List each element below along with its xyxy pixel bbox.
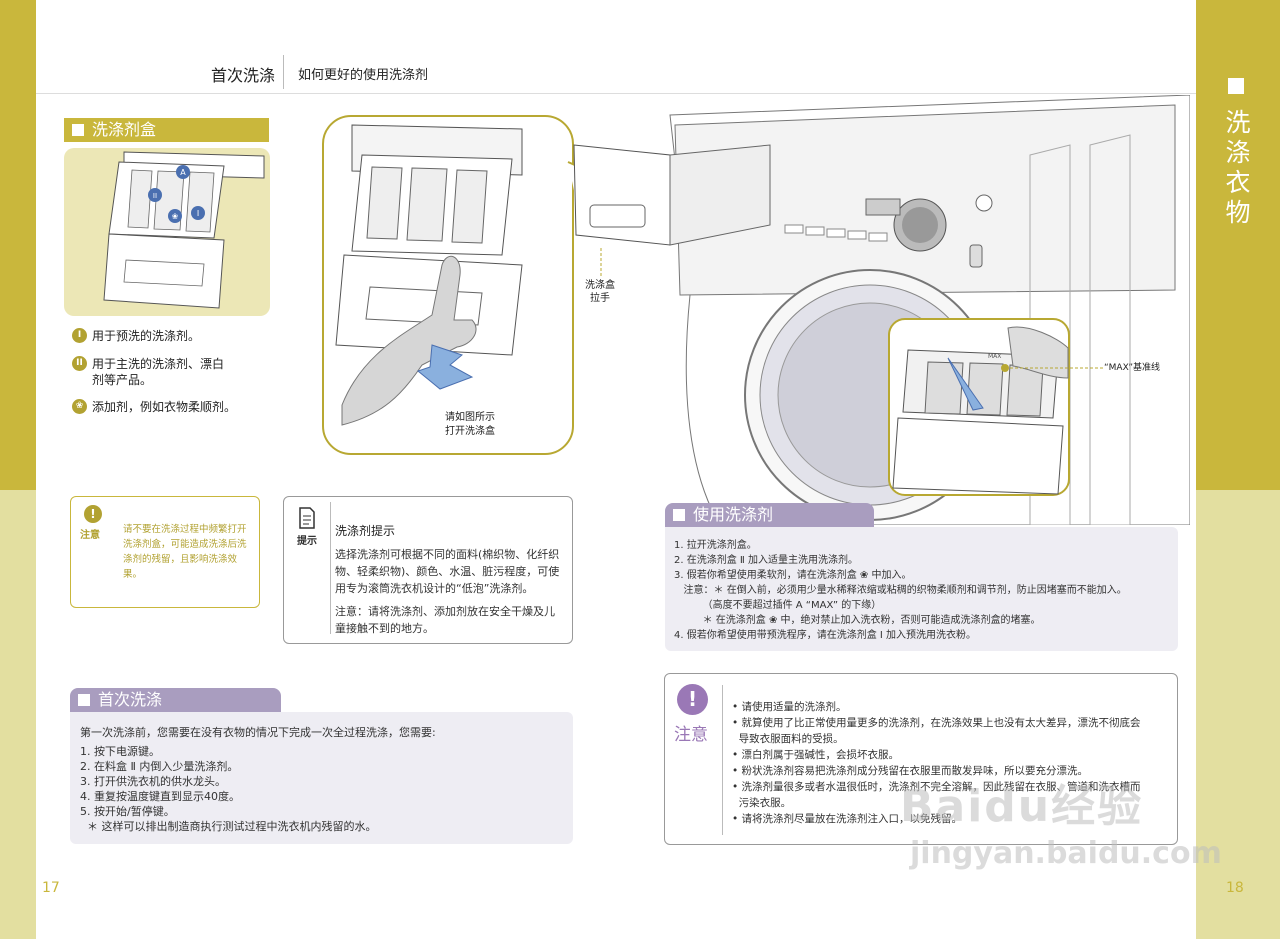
first-wash-title: 首次洗涤 xyxy=(98,690,163,709)
list-item: 3. 假若你希望使用柔软剂，请在洗涤剂盒 ❀ 中加入。 xyxy=(674,570,912,581)
caution-box-left xyxy=(70,496,260,608)
marker-a: A xyxy=(180,168,186,177)
max-mark-label: MAX xyxy=(988,353,1001,360)
legend-text-mainwash: 用于主洗的洗涤剂、漂白剂等产品。 xyxy=(92,357,225,387)
list-item: （高度不要超过插件 A “MAX” 的下缘） xyxy=(674,600,882,611)
list-item: 1. 按下电源键。 xyxy=(80,745,160,758)
list-item: 1. 拉开洗涤剂盒。 xyxy=(674,540,757,551)
list-item: 4. 假若你希望使用带预洗程序，请在洗涤剂盒 Ⅰ 加入预洗用洗衣粉。 xyxy=(674,630,977,641)
use-detergent-heading: 使用洗涤剂 xyxy=(665,503,874,527)
caution-text: 请不要在洗涤过程中频繁打开洗涤剂盒，可能造成洗涤后洗涤剂的残留，且影响洗涤效果。 xyxy=(123,524,247,580)
use-detergent-title: 使用洗涤剂 xyxy=(693,505,774,524)
legend-text-additive: 添加剂，例如衣物柔顺剂。 xyxy=(92,400,237,414)
legend-item-mainwash: II 用于主洗的洗涤剂、漂白剂等产品。 xyxy=(72,356,242,390)
tip-text-2: 注意：请将洗涤剂、添加剂放在安全干燥及儿童接触不到的地方。 xyxy=(335,605,555,635)
flower-icon: ❀ xyxy=(72,399,87,414)
first-wash-steps: 1. 按下电源键。 2. 在料盒 Ⅱ 内倒入少量洗涤剂。 3. 打开供洗衣机的供… xyxy=(80,744,560,834)
header-divider xyxy=(283,55,284,89)
marker-ii: II xyxy=(153,192,157,200)
caution-divider xyxy=(722,685,723,835)
tip-divider xyxy=(330,502,331,634)
tip-text-1: 选择洗涤剂可根据不同的面料(棉织物、化纤织物、轻柔织物)、颜色、水温、脏污程度，… xyxy=(335,548,560,595)
mainwash-icon: II xyxy=(72,356,87,371)
header-section-title: 首次洗涤 xyxy=(210,66,275,85)
header-rule xyxy=(36,93,1196,94)
list-item: 3. 打开供洗衣机的供水龙头。 xyxy=(80,775,226,788)
marker-i: I xyxy=(197,209,199,218)
tip-title: 洗涤剂提示 xyxy=(335,524,396,538)
heading-square-icon xyxy=(673,509,685,521)
tip-body: 选择洗涤剂可根据不同的面料(棉织物、化纤织物、轻柔织物)、颜色、水温、脏污程度，… xyxy=(335,546,563,637)
detergent-box-title: 洗涤剂盒 xyxy=(92,120,157,139)
list-item: 2. 在洗涤剂盒 Ⅱ 加入适量主洗用洗涤剂。 xyxy=(674,555,858,566)
first-wash-panel xyxy=(70,712,573,844)
right-side-band-light xyxy=(1196,490,1280,939)
page-number-right: 18 xyxy=(1226,880,1244,896)
washing-machine-illustration xyxy=(570,94,1191,526)
open-drawer-drawing: 请如图所示 打开洗涤盒 xyxy=(322,115,574,455)
detergent-drawer-illustration: A II ❀ I xyxy=(64,148,270,316)
list-item: 4. 重复按温度键直到显示40度。 xyxy=(80,790,240,803)
caption-max-line: “MAX”基准线 xyxy=(1104,363,1161,373)
prewash-icon: I xyxy=(72,328,87,343)
page-number-left: 17 xyxy=(42,880,60,896)
caution-icon-large: ! xyxy=(677,684,708,715)
list-item: • 粉状洗涤剂容易把洗涤剂成分残留在衣服里而散发异味，所以要充分漂洗。 xyxy=(732,765,1089,777)
caution-icon: ! xyxy=(84,505,102,523)
list-item: 污染衣服。 xyxy=(732,797,792,809)
right-side-band xyxy=(1196,0,1280,490)
detergent-drawer-drawing: A II ❀ I xyxy=(103,151,265,309)
header-subtitle: 如何更好的使用洗涤剂 xyxy=(298,68,429,83)
use-detergent-steps: 1. 拉开洗涤剂盒。 2. 在洗涤剂盒 Ⅱ 加入适量主洗用洗涤剂。 3. 假若你… xyxy=(674,538,1174,643)
legend-item-additive: ❀ 添加剂，例如衣物柔顺剂。 xyxy=(72,399,272,415)
svg-text:❀: ❀ xyxy=(172,212,179,221)
detergent-box-heading: 洗涤剂盒 xyxy=(64,118,269,142)
caption-drawer-handle: 洗涤盒 拉手 xyxy=(585,280,615,304)
watermark-brand: Baidu经验 xyxy=(900,781,1144,832)
max-leader-line xyxy=(1005,367,1105,369)
caution-box-right xyxy=(664,673,1178,845)
list-item: • 请使用适量的洗涤剂。 xyxy=(732,701,847,713)
list-item: • 就算使用了比正常使用量更多的洗涤剂，在洗涤效果上也没有太大差异，漂洗不彻底会 xyxy=(732,717,1141,729)
tip-label: 提示 xyxy=(297,536,317,547)
document-icon xyxy=(299,507,315,529)
side-chapter-title: 洗涤衣物 xyxy=(1225,108,1251,227)
caption-open-line2: 打开洗涤盒 xyxy=(445,424,495,437)
list-item: 2. 在料盒 Ⅱ 内倒入少量洗涤剂。 xyxy=(80,760,239,773)
max-line-inset: MAX xyxy=(888,318,1070,496)
list-item: • 请将洗涤剂尽量放在洗涤剂注入口，以免残留。 xyxy=(732,813,963,825)
list-item: 5. 按开始/暂停键。 xyxy=(80,805,175,818)
washing-machine-drawing xyxy=(573,94,1191,526)
left-side-band-light xyxy=(0,490,36,939)
list-item: ＊ 这样可以排出制造商执行测试过程中洗衣机内残留的水。 xyxy=(80,820,377,833)
tip-box xyxy=(283,496,573,644)
legend-text-prewash: 用于预洗的洗涤剂。 xyxy=(92,329,201,343)
max-line-drawing: MAX xyxy=(888,318,1070,496)
list-item: ＊ 在洗涤剂盒 ❀ 中，绝对禁止加入洗衣粉，否则可能造成洗涤剂盒的堵塞。 xyxy=(674,615,1041,626)
open-drawer-illustration: 请如图所示 打开洗涤盒 xyxy=(322,115,574,455)
caution-label-large: 注意 xyxy=(674,725,708,745)
list-item: 导致衣服面料的受损。 xyxy=(732,733,844,745)
list-item: 注意：＊ 在倒入前，必须用少量水稀释浓缩或粘稠的织物柔顺剂和调节剂，防止因堵塞而… xyxy=(674,585,1127,596)
list-item: • 洗涤剂量很多或者水温很低时，洗涤剂不完全溶解，因此残留在衣服、管道和洗衣槽而 xyxy=(732,781,1141,793)
side-square-icon xyxy=(1228,78,1244,94)
watermark-url: jingyan.baidu.com xyxy=(910,836,1222,871)
caption-open-line1: 请如图所示 xyxy=(445,410,495,423)
legend-item-prewash: I 用于预洗的洗涤剂。 xyxy=(72,328,272,344)
left-side-band xyxy=(0,0,36,490)
first-wash-heading: 首次洗涤 xyxy=(70,688,281,712)
caution-list: • 请使用适量的洗涤剂。 • 就算使用了比正常使用量更多的洗涤剂，在洗涤效果上也… xyxy=(732,699,1162,827)
heading-square-icon xyxy=(72,124,84,136)
caution-label: 注意 xyxy=(80,530,100,541)
heading-square-icon xyxy=(78,694,90,706)
list-item: • 漂白剂属于强碱性，会损坏衣服。 xyxy=(732,749,900,761)
first-wash-intro: 第一次洗涤前，您需要在没有衣物的情况下完成一次全过程洗涤，您需要: xyxy=(80,726,436,739)
handle-leader-line xyxy=(600,248,602,278)
use-detergent-panel xyxy=(665,527,1178,651)
